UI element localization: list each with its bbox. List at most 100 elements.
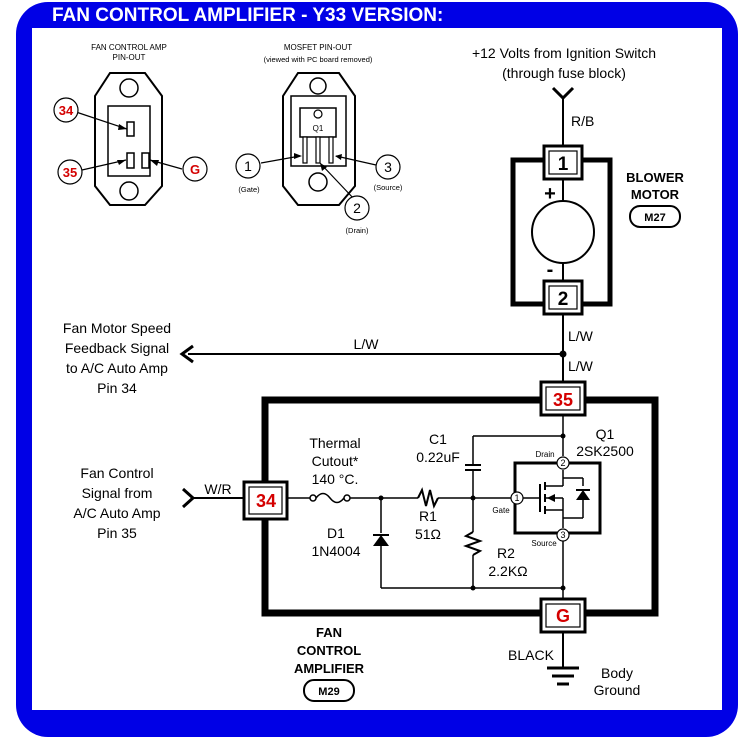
- mosfet-pin-callout-1: [235, 153, 261, 179]
- ground-label-2: Ground: [594, 682, 641, 698]
- junction-dot: [560, 433, 566, 439]
- mosfet-pin-callout-3: [375, 154, 401, 180]
- blower-motor-id: M27: [644, 212, 665, 224]
- mosfet-board-window: [290, 95, 347, 167]
- feedback-signal-line-3: to A/C Auto Amp: [66, 360, 168, 376]
- blower-plus-sign: +: [544, 183, 556, 205]
- amplifier-label-1: FAN: [316, 625, 342, 640]
- blower-motor-label-2: MOTOR: [631, 187, 680, 202]
- amp-pin-g-label: G: [190, 162, 200, 177]
- blower-motor-label-1: BLOWER: [626, 170, 684, 185]
- mosfet-pin-1-name: (Gate): [238, 185, 260, 194]
- amp-mount-hole-top: [119, 78, 139, 98]
- diode-icon: [373, 535, 389, 546]
- mosfet-pinout-heading-2: (viewed with PC board removed): [264, 55, 373, 64]
- blower-minus-sign: -: [547, 259, 554, 281]
- supply-label-1: +12 Volts from Ignition Switch: [472, 45, 656, 61]
- thermal-label-3: 140 °C.: [312, 471, 359, 487]
- mosfet-tab-hole: [313, 109, 323, 119]
- amp-pin-callout-34: [53, 97, 79, 123]
- wire-label-black: BLACK: [508, 647, 555, 663]
- q1-name: Q1: [596, 426, 615, 442]
- mosfet-leader-drain: [319, 162, 356, 201]
- c1-name: C1: [429, 431, 447, 447]
- resistor-r1-icon: [417, 487, 439, 509]
- mosfet-lead-source: [328, 136, 334, 164]
- q1-gate-label: Gate: [492, 506, 510, 515]
- amp-pin-35-number: 35: [553, 390, 573, 410]
- blower-pin-1-label: 1: [558, 154, 569, 175]
- amp-pin-35-label: 35: [63, 165, 77, 180]
- c1-value: 0.22uF: [416, 449, 460, 465]
- q1-pin-3-num: 3: [560, 530, 565, 540]
- thermal-cutout-icon: [315, 492, 345, 504]
- q1-arrow-icon: [547, 494, 555, 502]
- amp-pin-g-inner: [545, 603, 581, 628]
- amplifier-label-3: AMPLIFIER: [294, 661, 365, 676]
- arrowhead-icon: [118, 124, 127, 130]
- amplifier-id: M29: [318, 686, 339, 698]
- mosfet-package: [299, 107, 337, 138]
- q1-source-label: Source: [531, 539, 557, 548]
- mosfet-pin-2-name: (Drain): [346, 226, 369, 235]
- wire-label-lw-upper: L/W: [568, 328, 594, 344]
- d1-name: D1: [327, 525, 345, 541]
- amplifier-label-2: CONTROL: [297, 643, 361, 658]
- blower-pin-1-inner: [548, 150, 578, 175]
- control-signal-line-4: Pin 35: [97, 525, 137, 541]
- supply-label-2: (through fuse block): [502, 65, 626, 81]
- amp-pin-34-inner: [248, 486, 283, 515]
- amp-pin-callout-35: [57, 159, 83, 185]
- mosfet-pin-callout-2: [344, 195, 370, 221]
- arrowhead-icon: [320, 163, 327, 171]
- thermal-label-1: Thermal: [309, 435, 360, 451]
- mosfet-lead-drain: [315, 136, 321, 164]
- amp-pin-callout-g: [182, 156, 208, 182]
- wire-label-lw-feedback: L/W: [354, 336, 380, 352]
- page-title: FAN CONTROL AMPLIFIER - Y33 VERSION:: [52, 5, 443, 26]
- mosfet-q1-label: Q1: [313, 124, 324, 133]
- mosfet-lead-gate: [302, 136, 308, 164]
- thermal-terminal-left: [309, 494, 317, 502]
- q1-pin-2-circle: [556, 456, 570, 470]
- blower-motor-icon: [531, 200, 595, 264]
- frame-content-area: [32, 28, 722, 710]
- mosfet-pin-2-num: 2: [353, 200, 361, 216]
- mosfet-pin-1-num: 1: [244, 158, 252, 174]
- amp-pin-34-label: 34: [59, 103, 74, 118]
- amp-pinout-heading-2: PIN-OUT: [113, 53, 146, 62]
- arrowhead-icon: [294, 153, 302, 159]
- amp-terminal-g: [141, 152, 150, 169]
- r2-name: R2: [497, 545, 515, 561]
- q1-pin-1-circle: [510, 491, 524, 505]
- q1-part: 2SK2500: [576, 443, 634, 459]
- amp-pin-35-inner: [545, 386, 581, 411]
- control-signal-line-1: Fan Control: [80, 465, 153, 481]
- blower-pin-2-label: 2: [558, 289, 569, 310]
- blower-pin-2-inner: [548, 285, 578, 310]
- r1-value: 51Ω: [415, 526, 441, 542]
- wire-label-rb: R/B: [571, 113, 594, 129]
- feedback-signal-line-1: Fan Motor Speed: [63, 320, 171, 336]
- wire-label-lw-lower: L/W: [568, 358, 594, 374]
- amp-pin-34-number: 34: [256, 491, 276, 511]
- amp-mount-hole-bottom: [119, 181, 139, 201]
- control-signal-line-2: Signal from: [82, 485, 153, 501]
- control-signal-line-3: A/C Auto Amp: [73, 505, 160, 521]
- resistor-r2-icon: [463, 531, 483, 556]
- amp-connector-body: [94, 72, 163, 206]
- thermal-label-2: Cutout*: [312, 453, 359, 469]
- amp-leader-34: [75, 111, 128, 130]
- feedback-arrow-icon: [179, 344, 194, 364]
- mosfet-pinout-heading-1: MOSFET PIN-OUT: [284, 43, 352, 52]
- r1-name: R1: [419, 508, 437, 524]
- mosfet-board-outline: [282, 72, 356, 206]
- amp-pin-g-letter: G: [556, 606, 570, 626]
- thermal-terminal-right: [343, 494, 351, 502]
- arrowhead-icon: [150, 160, 159, 166]
- q1-pin-1-num: 1: [514, 493, 519, 503]
- d1-part: 1N4004: [311, 543, 360, 559]
- arrowhead-icon: [117, 160, 126, 165]
